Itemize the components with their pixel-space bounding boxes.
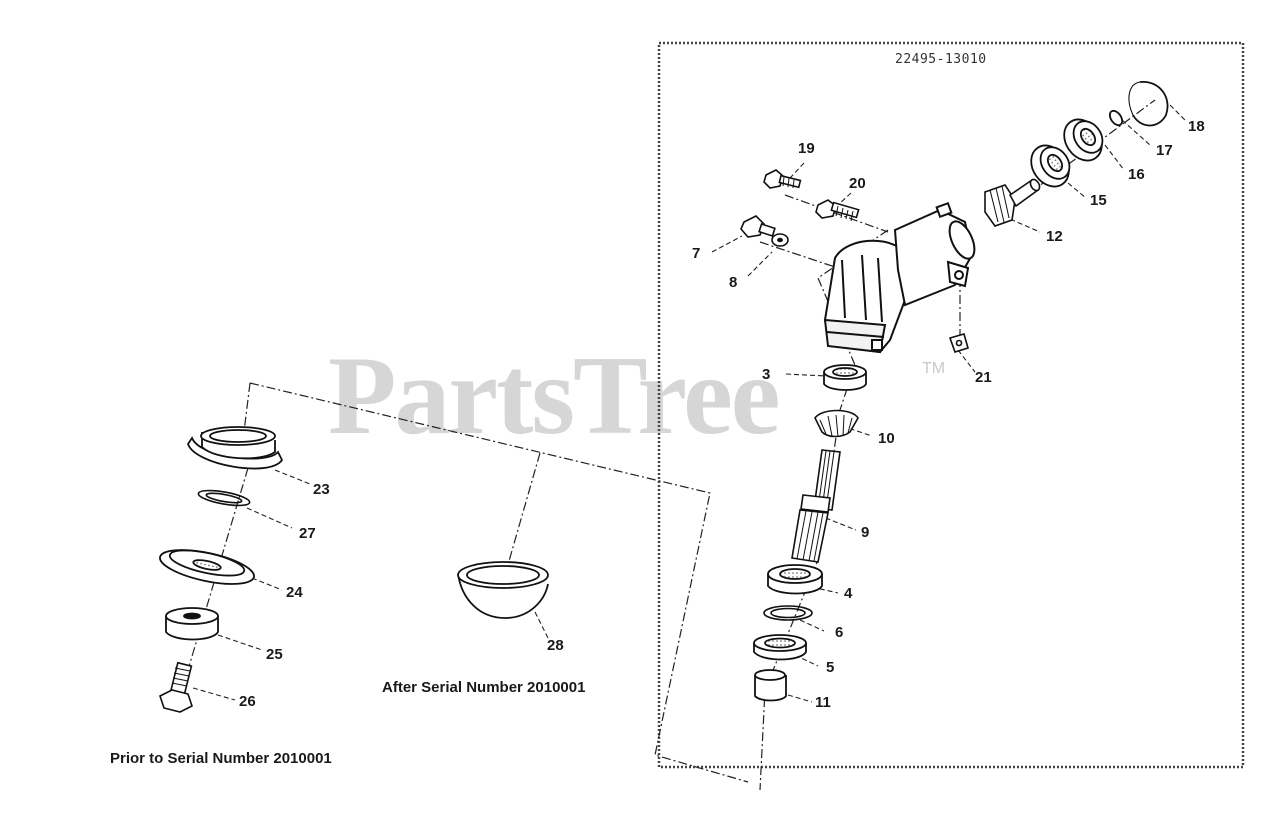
- callout-24[interactable]: 24: [286, 584, 303, 601]
- connector-main: [249, 382, 749, 783]
- callout-15[interactable]: 15: [1090, 192, 1107, 209]
- watermark: PartsTree: [328, 334, 781, 458]
- callout-17[interactable]: 17: [1156, 142, 1173, 159]
- callout-21[interactable]: 21: [975, 369, 992, 386]
- gear-10: [814, 409, 859, 438]
- callout-8[interactable]: 8: [729, 274, 738, 291]
- sleeve-11: [754, 669, 787, 702]
- connector-bolt7: [759, 241, 839, 269]
- plate-24: [159, 549, 255, 585]
- ring-17: [1108, 109, 1124, 127]
- callout-20[interactable]: 20: [849, 175, 866, 192]
- callout-5[interactable]: 5: [826, 659, 835, 676]
- clip-21: [948, 333, 969, 353]
- circlip-18: [1132, 81, 1169, 127]
- callout-12[interactable]: 12: [1046, 228, 1063, 245]
- assembly-number: 22495-13010: [895, 52, 987, 67]
- washer-27: [197, 489, 251, 507]
- connector-right-stack: [999, 99, 1156, 216]
- assembly-frame: [657, 41, 1245, 769]
- callout-18[interactable]: 18: [1188, 118, 1205, 135]
- callout-11[interactable]: 11: [815, 694, 831, 711]
- bearing-4: [767, 564, 823, 595]
- collar-5: [753, 634, 807, 661]
- leader-lines: [192, 104, 1186, 703]
- callout-7[interactable]: 7: [692, 245, 701, 262]
- callout-4[interactable]: 4: [844, 585, 853, 602]
- washer-8: [771, 233, 789, 247]
- callout-19[interactable]: 19: [798, 140, 815, 157]
- spacer-25: [165, 607, 219, 641]
- ring-6: [763, 605, 813, 621]
- callout-25[interactable]: 25: [266, 646, 283, 663]
- callout-23[interactable]: 23: [313, 481, 330, 498]
- bolt-19: [763, 169, 802, 189]
- cup-28: [457, 561, 549, 619]
- callout-3[interactable]: 3: [762, 366, 771, 383]
- bolt-26: [159, 661, 193, 713]
- bolt-20: [815, 199, 860, 222]
- callout-6[interactable]: 6: [835, 624, 844, 641]
- callout-27[interactable]: 27: [299, 525, 316, 542]
- shaft-9: [791, 449, 841, 563]
- bearing-15: [1030, 144, 1071, 188]
- callout-28[interactable]: 28: [547, 637, 564, 654]
- bearing-16: [1063, 118, 1104, 162]
- callout-26[interactable]: 26: [239, 693, 256, 710]
- connector-28: [504, 452, 541, 576]
- callout-9[interactable]: 9: [861, 524, 870, 541]
- cover-23: [187, 426, 284, 470]
- caption-prior-serial: Prior to Serial Number 2010001: [110, 750, 332, 767]
- callout-16[interactable]: 16: [1128, 166, 1145, 183]
- watermark-trademark: TM: [922, 360, 946, 377]
- caption-after-serial: After Serial Number 2010001: [382, 679, 586, 696]
- gear-12: [984, 178, 1041, 227]
- bolt-7: [740, 215, 776, 238]
- gearbox-housing: [823, 201, 976, 354]
- callout-10[interactable]: 10: [878, 430, 895, 447]
- bearing-3: [823, 364, 867, 391]
